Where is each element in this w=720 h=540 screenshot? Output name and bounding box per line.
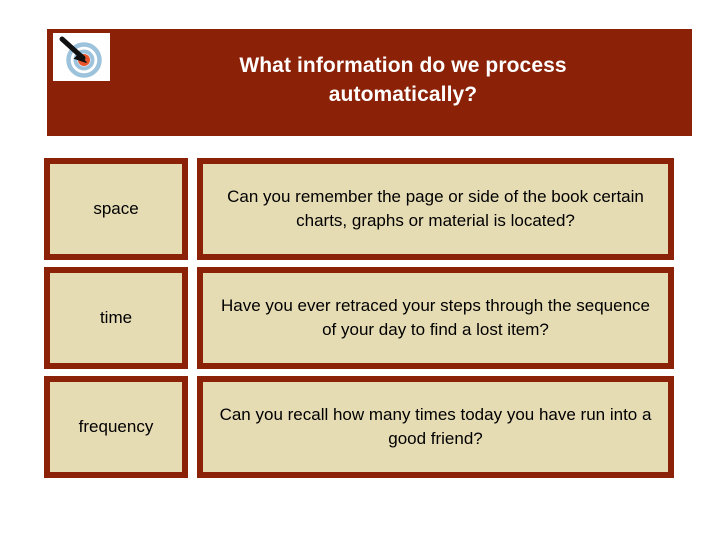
- table-cell-description-text: Can you remember the page or side of the…: [227, 187, 644, 230]
- target-bullseye-arrow-icon: [53, 33, 110, 81]
- information-table: space Can you remember the page or side …: [44, 158, 674, 485]
- page-title-line-1: What information do we process: [239, 54, 567, 77]
- table-cell-label-text: frequency: [78, 417, 154, 436]
- table-cell-description: Can you recall how many times today you …: [197, 376, 674, 478]
- table-cell-label: frequency: [44, 376, 188, 478]
- table-cell-label-text: time: [99, 308, 133, 327]
- table-row: frequency Can you recall how many times …: [44, 376, 674, 478]
- table-cell-label: space: [44, 158, 188, 260]
- table-cell-description: Have you ever retraced your steps throug…: [197, 267, 674, 369]
- table-row: time Have you ever retraced your steps t…: [44, 267, 674, 369]
- page-title-line-2: automatically?: [328, 83, 478, 106]
- table-cell-label-text: space: [93, 199, 139, 218]
- table-cell-description: Can you remember the page or side of the…: [197, 158, 674, 260]
- table-cell-description-text: Have you ever retraced your steps throug…: [220, 296, 651, 339]
- table-cell-label: time: [44, 267, 188, 369]
- title-banner: What information do we process automatic…: [47, 29, 692, 136]
- table-cell-description-text: Can you recall how many times today you …: [219, 405, 652, 448]
- page-title: What information do we process automatic…: [123, 51, 683, 109]
- table-row: space Can you remember the page or side …: [44, 158, 674, 260]
